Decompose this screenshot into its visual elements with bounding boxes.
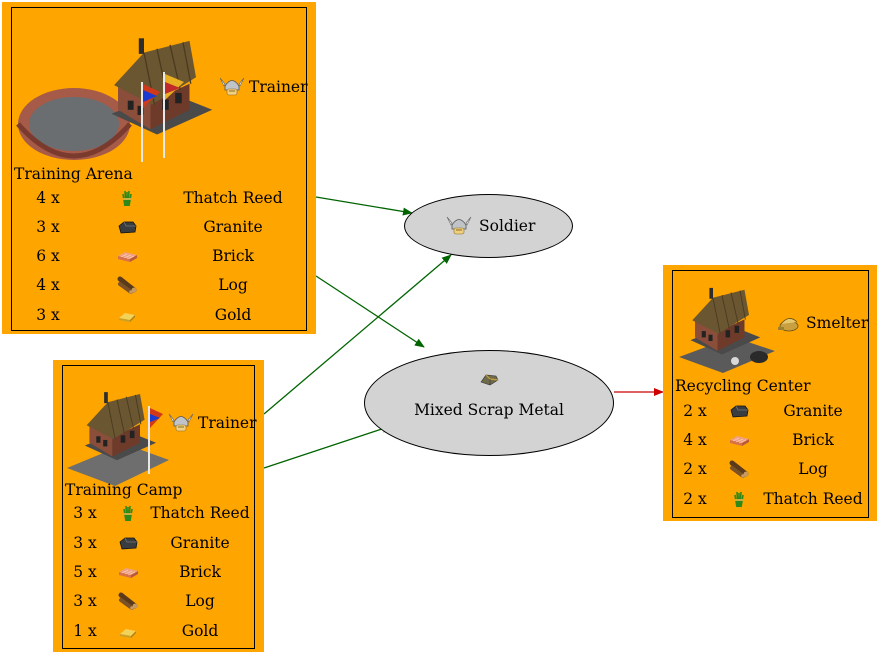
trainer-icon [219, 74, 245, 100]
building-frame [62, 365, 255, 649]
brick-icon [116, 247, 138, 265]
cost-ware-name: Log [798, 460, 828, 478]
gold-icon [116, 306, 138, 324]
cost-ware-name: Brick [212, 247, 254, 265]
edge-camp-to-scrap [263, 425, 392, 469]
building-node-training-camp[interactable]: Trainer Training Camp 3 x Thatch Reed 3 … [53, 360, 264, 652]
cost-row-granite: 3 x Granite [55, 532, 255, 554]
log-icon [728, 460, 750, 478]
thatch-reed-icon [728, 490, 750, 508]
smelter-icon [776, 312, 802, 334]
edge-camp-to-soldier [263, 254, 452, 415]
cost-quantity: 3 x [73, 534, 97, 552]
cost-row-thatch-reed: 4 x Thatch Reed [18, 187, 308, 209]
cost-row-log: 3 x Log [55, 590, 255, 612]
cost-quantity: 3 x [36, 306, 60, 324]
cost-ware-name: Brick [792, 431, 834, 449]
cost-ware-name: Log [185, 592, 215, 610]
cost-row-brick: 4 x Brick [665, 429, 871, 451]
cost-ware-name: Thatch Reed [183, 189, 283, 207]
ware-label: Soldier [479, 217, 536, 235]
granite-icon [728, 402, 750, 420]
building-frame [11, 7, 307, 331]
cost-quantity: 3 x [73, 592, 97, 610]
building-name: Training Camp [65, 481, 183, 499]
cost-row-granite: 2 x Granite [665, 400, 871, 422]
cost-quantity: 3 x [36, 218, 60, 236]
recycling-center-building-image [679, 287, 775, 373]
cost-row-log: 2 x Log [665, 458, 871, 480]
ware-label: Mixed Scrap Metal [414, 401, 564, 419]
scrap-metal-icon [478, 369, 500, 387]
cost-ware-name: Granite [203, 218, 263, 236]
worker-label: Trainer [198, 414, 257, 432]
cost-ware-name: Gold [214, 306, 252, 324]
cost-ware-name: Brick [179, 563, 221, 581]
cost-row-log: 4 x Log [18, 274, 308, 296]
cost-ware-name: Log [218, 276, 248, 294]
building-name: Training Arena [14, 165, 133, 183]
cost-quantity: 2 x [683, 402, 707, 420]
cost-ware-name: Gold [181, 622, 219, 640]
training-arena-building-image [16, 37, 214, 162]
cost-quantity: 3 x [73, 504, 97, 522]
cost-row-gold: 3 x Gold [18, 304, 308, 326]
ware-node-mixed-scrap-metal[interactable]: Mixed Scrap Metal [364, 350, 614, 456]
cost-quantity: 1 x [73, 622, 97, 640]
building-name: Recycling Center [675, 377, 811, 395]
building-frame [672, 270, 869, 518]
cost-row-granite: 3 x Granite [18, 216, 308, 238]
soldier-helmet-icon [446, 213, 472, 239]
cost-ware-name: Thatch Reed [150, 504, 250, 522]
thatch-reed-icon [116, 189, 138, 207]
cost-quantity: 5 x [73, 563, 97, 581]
cost-ware-name: Thatch Reed [763, 490, 863, 508]
cost-row-brick: 6 x Brick [18, 245, 308, 267]
cost-quantity: 6 x [36, 247, 60, 265]
cost-ware-name: Granite [170, 534, 230, 552]
building-node-training-arena[interactable]: Trainer Training Arena 4 x Thatch Reed 3… [2, 2, 316, 334]
edge-arena-to-scrap [315, 275, 425, 348]
worker-label: Trainer [249, 78, 308, 96]
cost-row-brick: 5 x Brick [55, 561, 255, 583]
cost-quantity: 2 x [683, 490, 707, 508]
edge-arena-to-soldier [315, 196, 413, 216]
log-icon [117, 592, 139, 610]
gold-icon [117, 622, 139, 640]
brick-icon [728, 431, 750, 449]
worker-label: Smelter [806, 314, 869, 332]
log-icon [116, 276, 138, 294]
ware-node-soldier[interactable]: Soldier [404, 194, 573, 258]
building-node-recycling-center[interactable]: Smelter Recycling Center 2 x Granite 4 x… [663, 265, 877, 521]
granite-icon [116, 218, 138, 236]
cost-quantity: 2 x [683, 460, 707, 478]
trainer-icon [168, 410, 194, 436]
cost-quantity: 4 x [36, 276, 60, 294]
cost-quantity: 4 x [36, 189, 60, 207]
cost-ware-name: Granite [783, 402, 843, 420]
granite-icon [117, 534, 139, 552]
training-camp-building-image [67, 391, 169, 486]
thatch-reed-icon [117, 504, 139, 522]
cost-quantity: 4 x [683, 431, 707, 449]
cost-row-gold: 1 x Gold [55, 620, 255, 642]
cost-row-thatch-reed: 2 x Thatch Reed [665, 488, 871, 510]
brick-icon [117, 563, 139, 581]
cost-row-thatch-reed: 3 x Thatch Reed [55, 502, 255, 524]
